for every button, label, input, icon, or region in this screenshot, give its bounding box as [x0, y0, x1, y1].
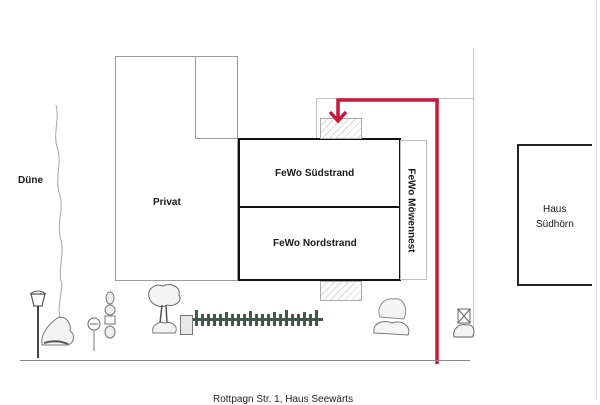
private-annex: [195, 56, 238, 139]
private-label: Privat: [153, 197, 181, 208]
house-label-line2: Südhörn: [536, 219, 574, 230]
dune-bush-icon: [41, 316, 75, 346]
unit-gull-wing: [400, 140, 427, 280]
unit-south-label: FeWo Südstrand: [275, 168, 355, 179]
garden-figures-icon: [104, 291, 116, 339]
street-line: [20, 360, 470, 361]
arrow-down-icon: [328, 110, 348, 124]
unit-north-label: FeWo Nordstrand: [273, 238, 357, 249]
house-label-line1: Haus: [543, 204, 567, 215]
east-boundary-line: [473, 48, 474, 338]
tree-icon: [148, 284, 181, 334]
entrance-steps-north: [320, 281, 362, 301]
private-building: [115, 56, 238, 281]
fence-bush-icon: [373, 298, 410, 336]
garden-box: [180, 315, 193, 335]
fewo-divider-wall: [238, 206, 401, 208]
dune-label: Düne: [18, 175, 43, 186]
right-edge-line: [596, 0, 597, 400]
garden-fence: [193, 310, 323, 326]
sign-post-icon: [87, 317, 101, 351]
fewo-block: [238, 138, 401, 281]
lamp-post-icon: [29, 290, 47, 358]
mailbox-icon: [453, 308, 475, 338]
house-suedhoern: [517, 144, 592, 286]
